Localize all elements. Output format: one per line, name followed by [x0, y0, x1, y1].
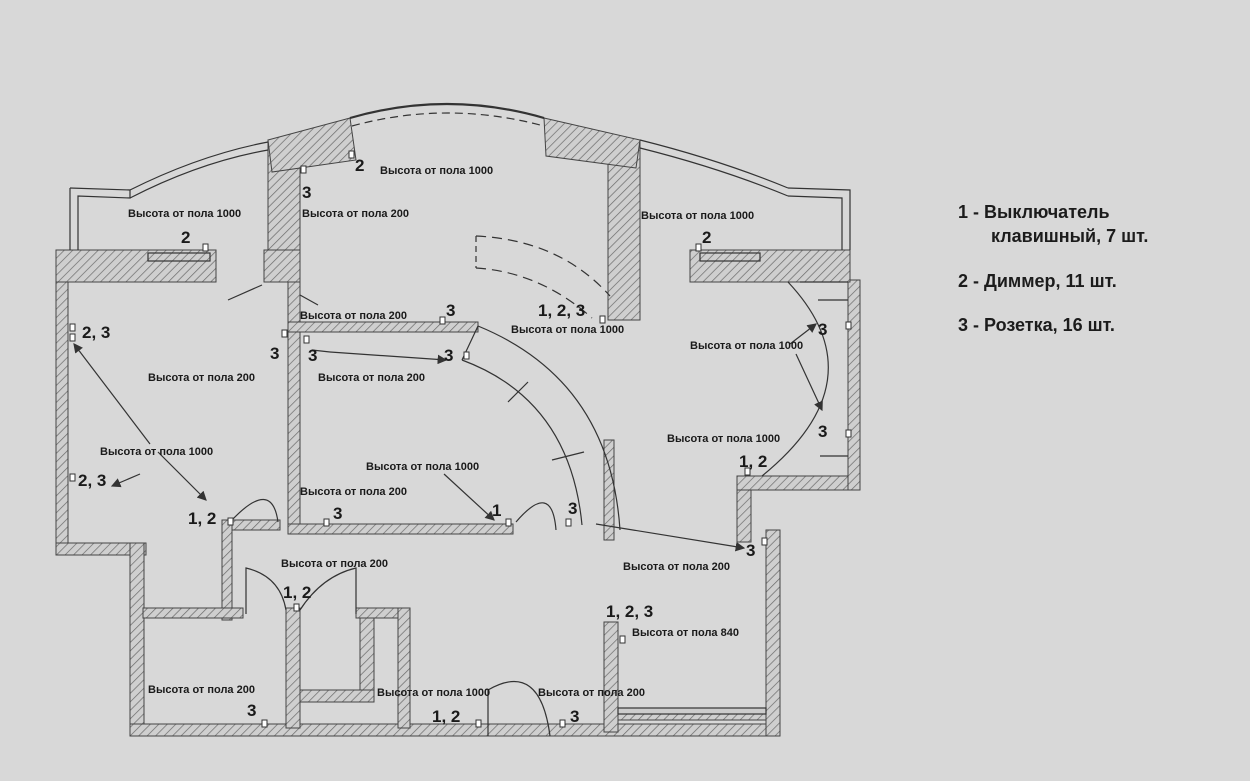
device-mark: 2, 3 — [78, 471, 106, 490]
device-mark: 1, 2 — [432, 707, 460, 726]
plan-lines — [69, 102, 851, 737]
legend-item-socket-label: 3 - Розетка, 16 шт. — [958, 314, 1115, 335]
legend-item-dimmer-label: 2 - Диммер, 11 шт. — [958, 270, 1117, 291]
device-mark: 2, 3 — [82, 323, 110, 342]
legend-item-switch: 1 - Выключатель клавишный, 7 шт. — [958, 200, 1148, 249]
label-height: Высота от пола 1000 — [377, 687, 490, 699]
device-mark: 3 — [568, 499, 577, 518]
label-height: Высота от пола 200 — [538, 687, 645, 699]
device-markers — [69, 150, 852, 728]
device-mark: 2 — [181, 228, 190, 247]
label-height: Высота от пола 200 — [148, 372, 255, 384]
device-mark: 1, 2 — [188, 509, 216, 528]
device-mark: 2 — [355, 156, 364, 175]
device-mark: 1, 2 — [283, 583, 311, 602]
label-height: Высота от пола 1000 — [100, 446, 213, 458]
label-height: Высота от пола 1000 — [366, 461, 479, 473]
device-mark: 3 — [570, 707, 579, 726]
label-height: Высота от пола 200 — [148, 684, 255, 696]
device-mark: 3 — [302, 183, 311, 202]
device-mark: 1, 2 — [739, 452, 767, 471]
device-mark: 3 — [308, 346, 317, 365]
legend: 1 - Выключатель клавишный, 7 шт. 2 - Дим… — [958, 200, 1148, 357]
device-mark: 3 — [446, 301, 455, 320]
label-height: Высота от пола 1000 — [667, 433, 780, 445]
height-labels: Высота от пола 1000 Высота от пола 1000 … — [100, 165, 803, 699]
legend-item-switch-line2: клавишный, 7 шт. — [991, 226, 1149, 247]
legend-item-dimmer: 2 - Диммер, 11 шт. — [958, 269, 1148, 293]
label-height: Высота от пола 1000 — [128, 208, 241, 220]
label-height: Высота от пола 200 — [623, 561, 730, 573]
walls — [55, 117, 861, 737]
label-height: Высота от пола 200 — [300, 310, 407, 322]
label-height: Высота от пола 840 — [632, 627, 739, 639]
label-height: Высота от пола 200 — [281, 558, 388, 570]
device-marks: 2 3 2 2 3 1, 2, 3 2, 3 3 3 3 3 3 1, 2 2,… — [78, 156, 827, 726]
label-height: Высота от пола 200 — [300, 486, 407, 498]
label-height: Высота от пола 200 — [302, 208, 409, 220]
device-mark: 3 — [818, 422, 827, 441]
device-mark: 3 — [247, 701, 256, 720]
annotation-arrows — [73, 323, 823, 552]
label-height: Высота от пола 1000 — [511, 324, 624, 336]
label-height: Высота от пола 200 — [318, 372, 425, 384]
device-mark: 2 — [702, 228, 711, 247]
legend-item-socket: 3 - Розетка, 16 шт. — [958, 313, 1148, 337]
label-height: Высота от пола 1000 — [690, 340, 803, 352]
device-mark: 3 — [746, 541, 755, 560]
device-mark: 3 — [333, 504, 342, 523]
label-height: Высота от пола 1000 — [641, 210, 754, 222]
device-mark: 3 — [270, 344, 279, 363]
device-mark: 1, 2, 3 — [538, 301, 585, 320]
device-mark: 3 — [444, 346, 453, 365]
label-height: Высота от пола 1000 — [380, 165, 493, 177]
device-mark: 1 — [492, 501, 501, 520]
device-mark: 1, 2, 3 — [606, 602, 653, 621]
legend-item-switch-line1: 1 - Выключатель — [958, 202, 1110, 222]
device-mark: 3 — [818, 320, 827, 339]
